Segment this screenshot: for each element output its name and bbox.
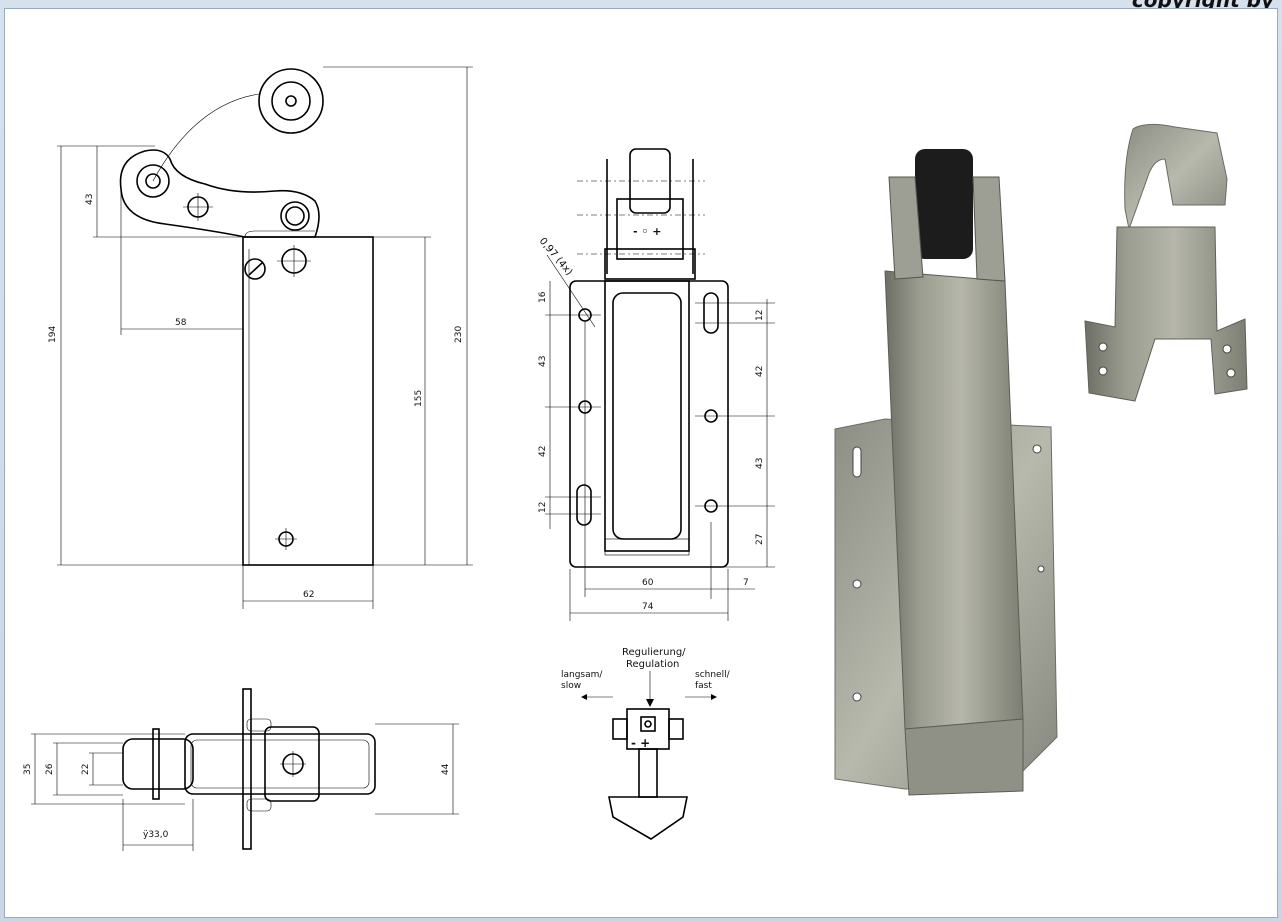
lever-arm	[119, 149, 320, 238]
adjustment-knob	[608, 796, 688, 840]
dim-35: 35	[23, 764, 33, 775]
dim-43-front: 43	[538, 356, 548, 367]
dim-155: 155	[414, 390, 424, 407]
regulation-title-2: Regulation	[626, 659, 679, 670]
bracket-photo	[1084, 123, 1248, 402]
dim-diameter: ÿ33,0	[143, 830, 169, 840]
dim-7: 7	[743, 578, 749, 588]
drawing-sheet: 194 43 58 155 230 62 - ◦ +	[4, 8, 1278, 918]
dim-43-right: 43	[755, 458, 765, 469]
top-view: 35 26 22 44 ÿ33,0	[23, 688, 459, 851]
dim-42-front: 42	[538, 446, 548, 457]
dim-194: 194	[48, 326, 58, 343]
regulation-detail: Regulierung/ Regulation langsam/ slow sc…	[561, 647, 731, 840]
slow-label-2: slow	[561, 681, 581, 691]
dim-230: 230	[454, 326, 464, 343]
dim-43: 43	[85, 194, 95, 205]
side-view: 194 43 58 155 230 62	[48, 66, 473, 609]
fast-label-1: schnell/	[695, 670, 731, 680]
dim-27: 27	[755, 534, 765, 545]
dim-74: 74	[642, 602, 654, 612]
side-body	[242, 236, 374, 566]
dim-60: 60	[642, 578, 654, 588]
dim-12-right: 12	[755, 310, 765, 321]
roller-black	[915, 149, 973, 259]
front-view: - ◦ + 0,97 (4x) 16 43 42 12 12	[537, 148, 775, 621]
roller-top	[258, 68, 324, 134]
dim-26: 26	[45, 763, 55, 775]
technical-drawing: 194 43 58 155 230 62 - ◦ +	[23, 66, 1248, 851]
slow-label-1: langsam/	[561, 670, 603, 680]
fast-label-2: fast	[695, 681, 712, 691]
svg-text:- +: - +	[631, 736, 650, 750]
dim-44: 44	[441, 763, 451, 775]
regulation-title-1: Regulierung/	[622, 647, 686, 658]
dim-62: 62	[303, 590, 314, 600]
dim-42-right: 42	[755, 366, 765, 377]
hole-note: 0,97 (4x)	[537, 236, 575, 278]
dim-16: 16	[538, 291, 548, 303]
door-closer-photo	[834, 149, 1058, 796]
svg-text:- ◦ +: - ◦ +	[633, 225, 661, 238]
dim-12-front: 12	[538, 502, 548, 513]
dim-22: 22	[81, 764, 91, 775]
dim-58: 58	[175, 318, 187, 328]
